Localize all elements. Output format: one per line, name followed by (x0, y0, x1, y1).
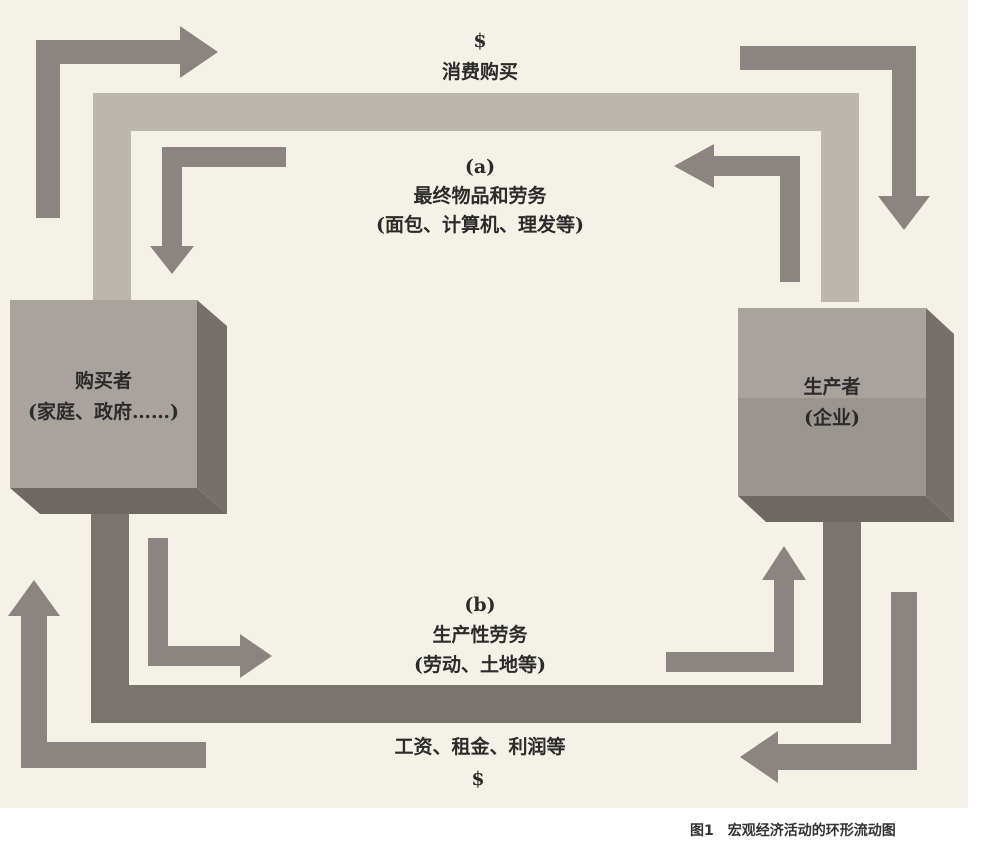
producer-box (738, 308, 954, 522)
producer-title: 生产者 (803, 376, 861, 398)
labor-from-buyer-arrowhead (240, 634, 272, 678)
section-b-marker: (b) (464, 594, 496, 616)
firm-revenue-arrow (740, 46, 916, 198)
goods-from-producer-arrowhead (674, 144, 714, 188)
top-currency-symbol: $ (473, 30, 487, 52)
productive-services-examples: (劳动、土地等) (414, 654, 546, 676)
final-goods-examples: (面包、计算机、理发等) (376, 214, 584, 236)
consumer-spending-arrowhead (180, 26, 218, 78)
buyer-title: 购买者 (74, 370, 132, 392)
labor-to-producer-arrowhead (762, 546, 806, 580)
firm-revenue-arrowhead (878, 196, 930, 230)
buyer-box-side (197, 300, 227, 514)
figure-number: 图1 (690, 823, 714, 839)
buyer-box-front (10, 300, 197, 488)
consumer-purchase-label: 消费购买 (441, 61, 518, 83)
final-goods-title: 最终物品和劳务 (413, 185, 547, 207)
income-to-household-arrow (21, 614, 206, 768)
labor-from-buyer-arrow (148, 538, 242, 666)
buyer-subtitle: (家庭、政府……) (28, 401, 179, 423)
wage-payment-arrow (776, 592, 917, 770)
consumer-spending-arrow (36, 40, 182, 218)
producer-subtitle: (企业) (804, 407, 860, 429)
goods-flow-loop (93, 93, 859, 302)
wage-payment-arrowhead (740, 731, 778, 783)
bottom-currency-symbol: $ (471, 768, 485, 790)
section-a-marker: (a) (464, 156, 496, 178)
income-to-household-arrowhead (8, 580, 60, 616)
productive-services-title: 生产性劳务 (432, 624, 528, 646)
buyer-box (10, 300, 227, 514)
factor-income-label: 工资、租金、利润等 (394, 736, 566, 758)
goods-from-producer-arrow (712, 156, 800, 282)
producer-box-bottom (738, 496, 954, 522)
producer-box-side (926, 308, 954, 522)
goods-to-buyer-arrowhead (150, 246, 194, 274)
figure-caption-text: 宏观经济活动的环形流动图 (727, 823, 896, 839)
figure-caption: 图1 宏观经济活动的环形流动图 (690, 820, 896, 840)
goods-to-buyer-arrow (162, 147, 286, 248)
factor-flow-loop (91, 505, 861, 723)
labor-to-producer-arrow (666, 578, 794, 672)
producer-box-shade (738, 398, 926, 496)
buyer-box-bottom (10, 488, 227, 514)
